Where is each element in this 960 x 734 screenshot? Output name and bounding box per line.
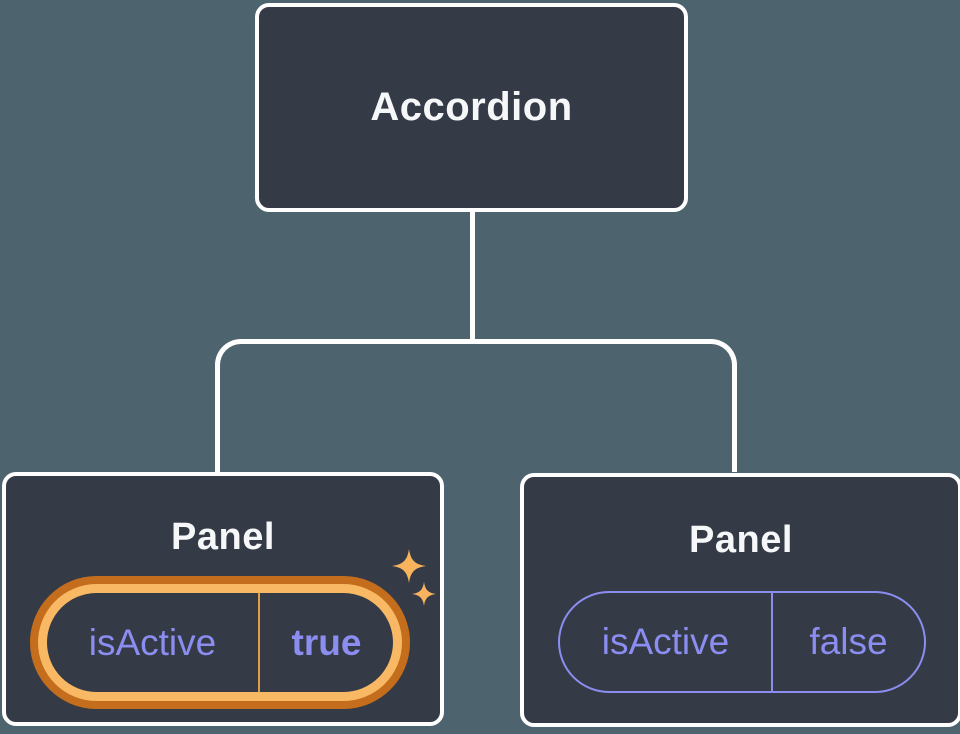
connector-bracket	[215, 339, 737, 472]
panel-title: Panel	[689, 519, 793, 561]
sparkle-icon	[412, 582, 436, 606]
state-prop-name: isActive	[601, 621, 730, 662]
accordion-node: Accordion	[255, 3, 688, 212]
state-pill-highlight-ring: isActive true	[38, 584, 402, 701]
pill-divider	[771, 593, 773, 691]
sparkle-icon	[392, 549, 426, 583]
state-pill-body: isActive true	[47, 593, 393, 692]
state-prop-value: true	[291, 621, 362, 663]
panel-title: Panel	[171, 516, 275, 558]
panel-node-inactive: Panel isActive false	[520, 473, 960, 727]
accordion-node-label: Accordion	[370, 85, 573, 129]
state-prop-name: isActive	[88, 621, 217, 663]
connector-stem	[470, 210, 475, 342]
state-pill-active: isActive true	[30, 576, 410, 709]
state-pill-inactive: isActive false	[558, 591, 926, 693]
pill-divider	[258, 593, 260, 692]
state-prop-value: false	[809, 621, 888, 662]
panel-node-active: Panel isActive true	[2, 472, 444, 726]
